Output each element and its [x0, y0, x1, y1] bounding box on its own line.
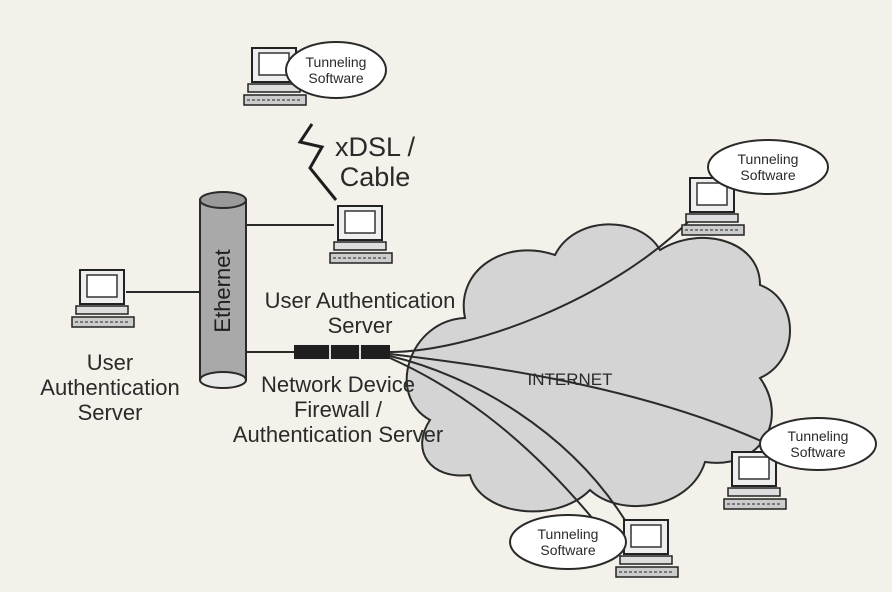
tunnel-bottom [389, 355, 629, 526]
network-device-label: Network Device Firewall / Authentication… [216, 372, 460, 447]
network-device-line3: Authentication Server [232, 422, 444, 447]
ethernet-label: Ethernet [210, 249, 235, 333]
xdsl-cable-label: xDSL / Cable [320, 132, 430, 192]
center-auth-server-label: User Authentication Server [248, 288, 472, 338]
bubble-line2: Software [308, 70, 364, 86]
bubble-line2: Software [740, 167, 796, 183]
xdsl-line2: Cable [339, 162, 411, 192]
computer-icon [329, 205, 393, 264]
tunneling-bubble-shape [509, 514, 627, 570]
xdsl-lightning-icon [297, 123, 338, 201]
tunneling-bubble-3: Tunneling Software [768, 428, 868, 460]
tunnel-right [389, 353, 771, 446]
bubble-line1: Tunneling [737, 151, 799, 167]
center-auth-line2: Server [327, 313, 393, 338]
bubble-line1: Tunneling [787, 428, 849, 444]
tunnel-bottom-2 [389, 357, 599, 526]
left-auth-line2: Authentication [40, 375, 180, 400]
bubble-line2: Software [540, 542, 596, 558]
bubble-line1: Tunneling [305, 54, 367, 70]
left-auth-line1: User [86, 350, 134, 375]
internet-label: INTERNET [527, 370, 613, 389]
tunneling-bubble-shape [707, 139, 829, 195]
tunneling-bubble-4: Tunneling Software [518, 526, 618, 558]
tunneling-bubble-1: Tunneling Software [296, 54, 376, 86]
firewall-device [294, 345, 390, 359]
connection-lines [126, 219, 771, 526]
network-device-line1: Network Device [260, 372, 416, 397]
tunneling-bubble-shape [759, 417, 877, 471]
internet-cloud [405, 223, 791, 513]
left-auth-server-label: User Authentication Server [40, 350, 180, 425]
tunneling-bubble-shape [285, 41, 387, 99]
center-auth-line1: User Authentication [264, 288, 456, 313]
tunneling-bubble-2: Tunneling Software [718, 151, 818, 183]
computer-icon [71, 269, 135, 328]
ethernet-cylinder [199, 191, 247, 389]
left-auth-line3: Server [77, 400, 143, 425]
tunnel-top-right [389, 219, 691, 353]
bubble-line1: Tunneling [537, 526, 599, 542]
bubble-line2: Software [790, 444, 846, 460]
network-device-line2: Firewall / [293, 397, 382, 422]
xdsl-line1: xDSL / [334, 132, 416, 162]
